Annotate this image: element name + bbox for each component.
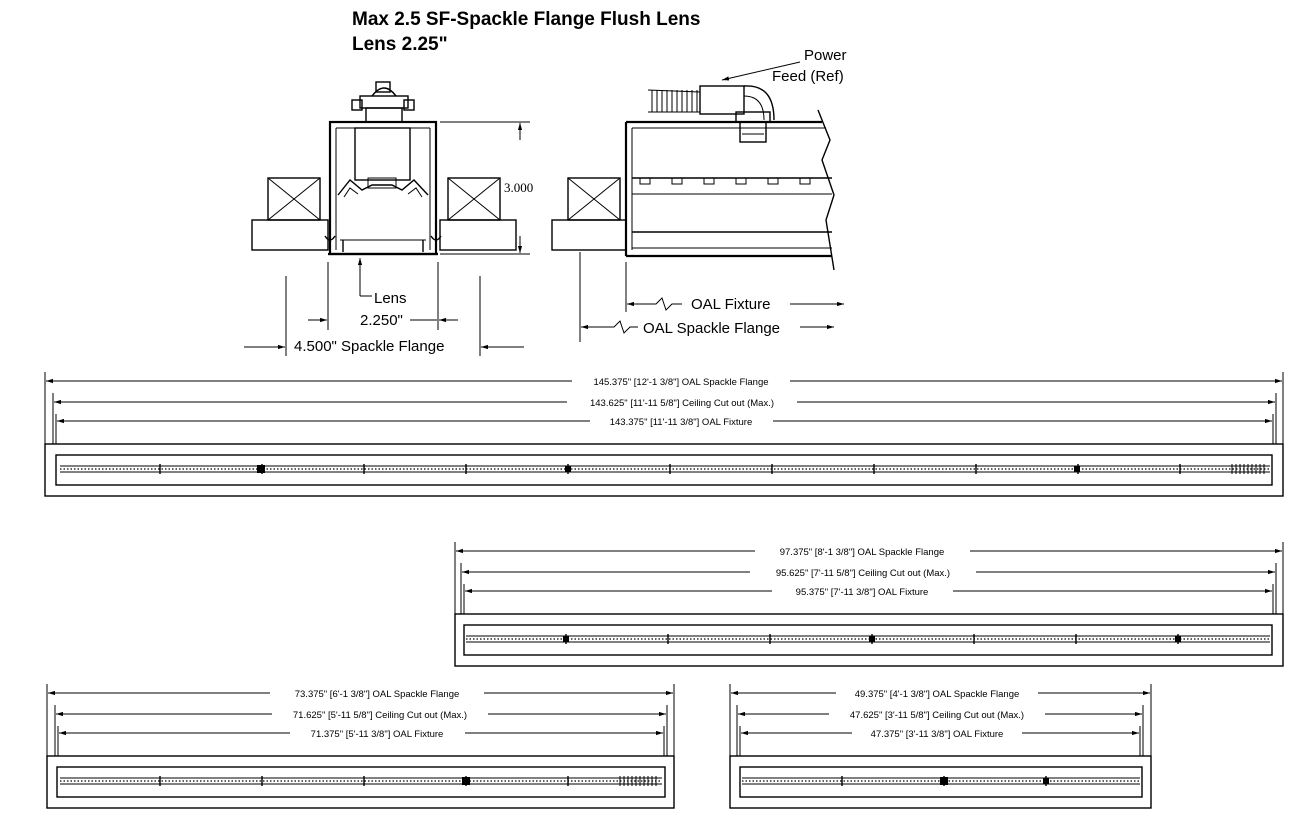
- fixture-8ft: 97.375" [8'-1 3/8"] OAL Spackle Flange 9…: [454, 542, 1284, 667]
- oal-fixture-dimension: [627, 297, 844, 311]
- fixture-6ft-fixture-label: 71.375" [5'-11 3/8"] OAL Fixture: [311, 729, 444, 740]
- fixture-4ft-cutout-label: 47.625" [3'-11 5/8"] Ceiling Cut out (Ma…: [850, 710, 1024, 721]
- cross-section-view: 3.000 Lens 2.250" 4.500" Spackle Flange: [244, 81, 533, 356]
- fixture-6ft-cutout-label: 71.625" [5'-11 5/8"] Ceiling Cut out (Ma…: [293, 710, 467, 721]
- fixture-12ft-spackle-label: 145.375" [12'-1 3/8"] OAL Spackle Flange: [593, 377, 768, 388]
- fixture-12ft-body: [44, 443, 1284, 497]
- drawing-title: Max 2.5 SF-Spackle Flange Flush Lens: [352, 9, 700, 30]
- lens-label: Lens: [374, 290, 407, 307]
- fixture-8ft-spackle-label: 97.375" [8'-1 3/8"] OAL Spackle Flange: [780, 547, 945, 558]
- fixture-housing-section: [324, 120, 442, 256]
- fixture-6ft: 73.375" [6'-1 3/8"] OAL Spackle Flange 7…: [46, 684, 675, 809]
- power-feed-label-line2: Feed (Ref): [772, 68, 844, 85]
- flex-conduit: [647, 89, 701, 113]
- drawing-subtitle: Lens 2.25": [352, 34, 448, 55]
- oal-spackle-label: OAL Spackle Flange: [643, 320, 780, 337]
- oal-fixture-label: OAL Fixture: [691, 296, 770, 313]
- height-dimension-label: 3.000: [504, 180, 533, 195]
- fixture-8ft-cutout-label: 95.625" [7'-11 5/8"] Ceiling Cut out (Ma…: [776, 568, 950, 579]
- fixture-4ft-spackle-label: 49.375" [4'-1 3/8"] OAL Spackle Flange: [855, 689, 1020, 700]
- fixture-12ft: 145.375" [12'-1 3/8"] OAL Spackle Flange…: [44, 372, 1284, 497]
- fixture-8ft-body: [454, 613, 1284, 667]
- side-view: [551, 61, 844, 342]
- left-ceiling-tile: [251, 177, 329, 251]
- power-feed-leader: [721, 61, 801, 81]
- fixture-6ft-spackle-label: 73.375" [6'-1 3/8"] OAL Spackle Flange: [295, 689, 460, 700]
- fixture-6ft-body: [46, 755, 675, 809]
- fixture-4ft-fixture-label: 47.375" [3'-11 3/8"] OAL Fixture: [871, 729, 1004, 740]
- fixture-4ft-body: [729, 755, 1152, 809]
- power-feed-connector: [699, 85, 775, 143]
- height-dimension: [440, 121, 530, 255]
- fixture-8ft-dimensions: [454, 542, 1284, 666]
- fixture-4ft: 49.375" [4'-1 3/8"] OAL Spackle Flange 4…: [729, 684, 1152, 809]
- power-feed-label-line1: Power: [804, 47, 847, 64]
- right-ceiling-tile: [439, 177, 517, 251]
- power-connector-section: [351, 81, 415, 123]
- lens-width-label: 2.250": [360, 312, 403, 329]
- fixture-6ft-dimensions: [46, 684, 675, 808]
- fixture-12ft-fixture-label: 143.375" [11'-11 3/8"] OAL Fixture: [610, 417, 753, 428]
- oal-spackle-dimension: [581, 320, 834, 334]
- fixture-8ft-fixture-label: 95.375" [7'-11 3/8"] OAL Fixture: [796, 587, 929, 598]
- fixture-12ft-cutout-label: 143.625" [11'-11 5/8"] Ceiling Cut out (…: [590, 398, 774, 409]
- fixture-12ft-dimensions: [44, 372, 1284, 496]
- flange-width-label: 4.500" Spackle Flange: [294, 338, 444, 355]
- fixture-4ft-dimensions: [729, 684, 1152, 808]
